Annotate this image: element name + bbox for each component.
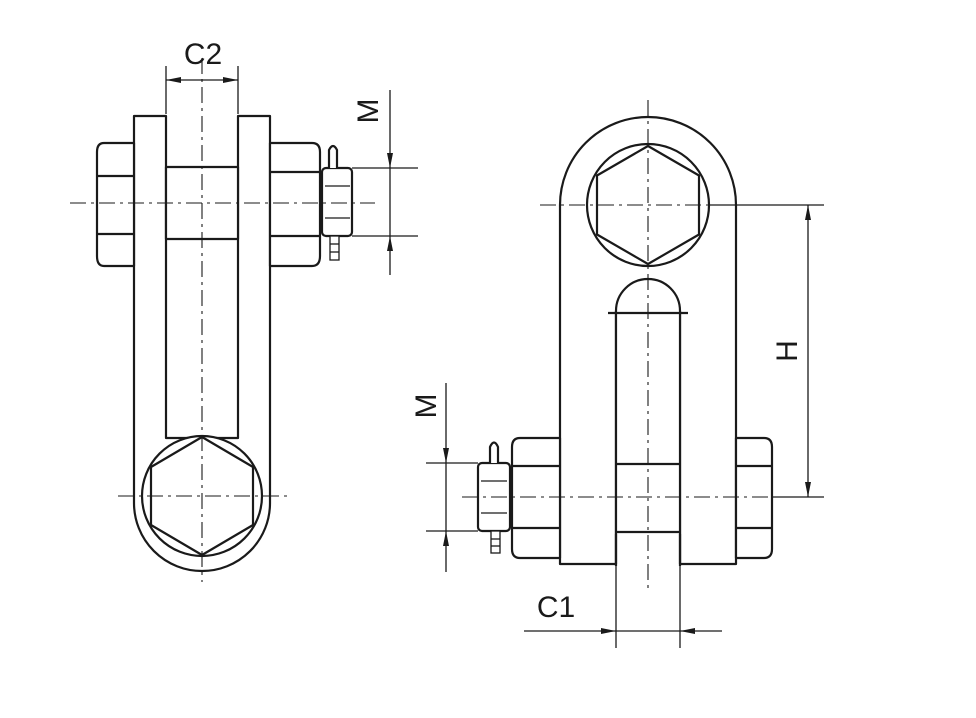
left-cotter-pin: [320, 144, 354, 261]
left-thread-dimension: M: [352, 90, 418, 275]
right-view: H M C1: [410, 100, 824, 648]
c2-dimension: C2: [165, 38, 239, 114]
h-dimension: H: [710, 204, 824, 498]
right-cotter-pin: [476, 441, 512, 554]
right-nut-right: [734, 436, 774, 560]
left-m-label: M: [352, 99, 385, 124]
right-nut-left: [510, 436, 562, 560]
h-label: H: [771, 340, 804, 362]
left-view: C2 M: [70, 38, 418, 582]
left-nut-right: [268, 141, 322, 268]
right-m-label: M: [410, 394, 443, 419]
left-nut-left: [95, 141, 136, 268]
c2-label: C2: [184, 38, 222, 71]
c1-label: C1: [537, 591, 575, 624]
right-thread-dimension: M: [410, 383, 478, 572]
c1-dimension: C1: [524, 566, 722, 648]
